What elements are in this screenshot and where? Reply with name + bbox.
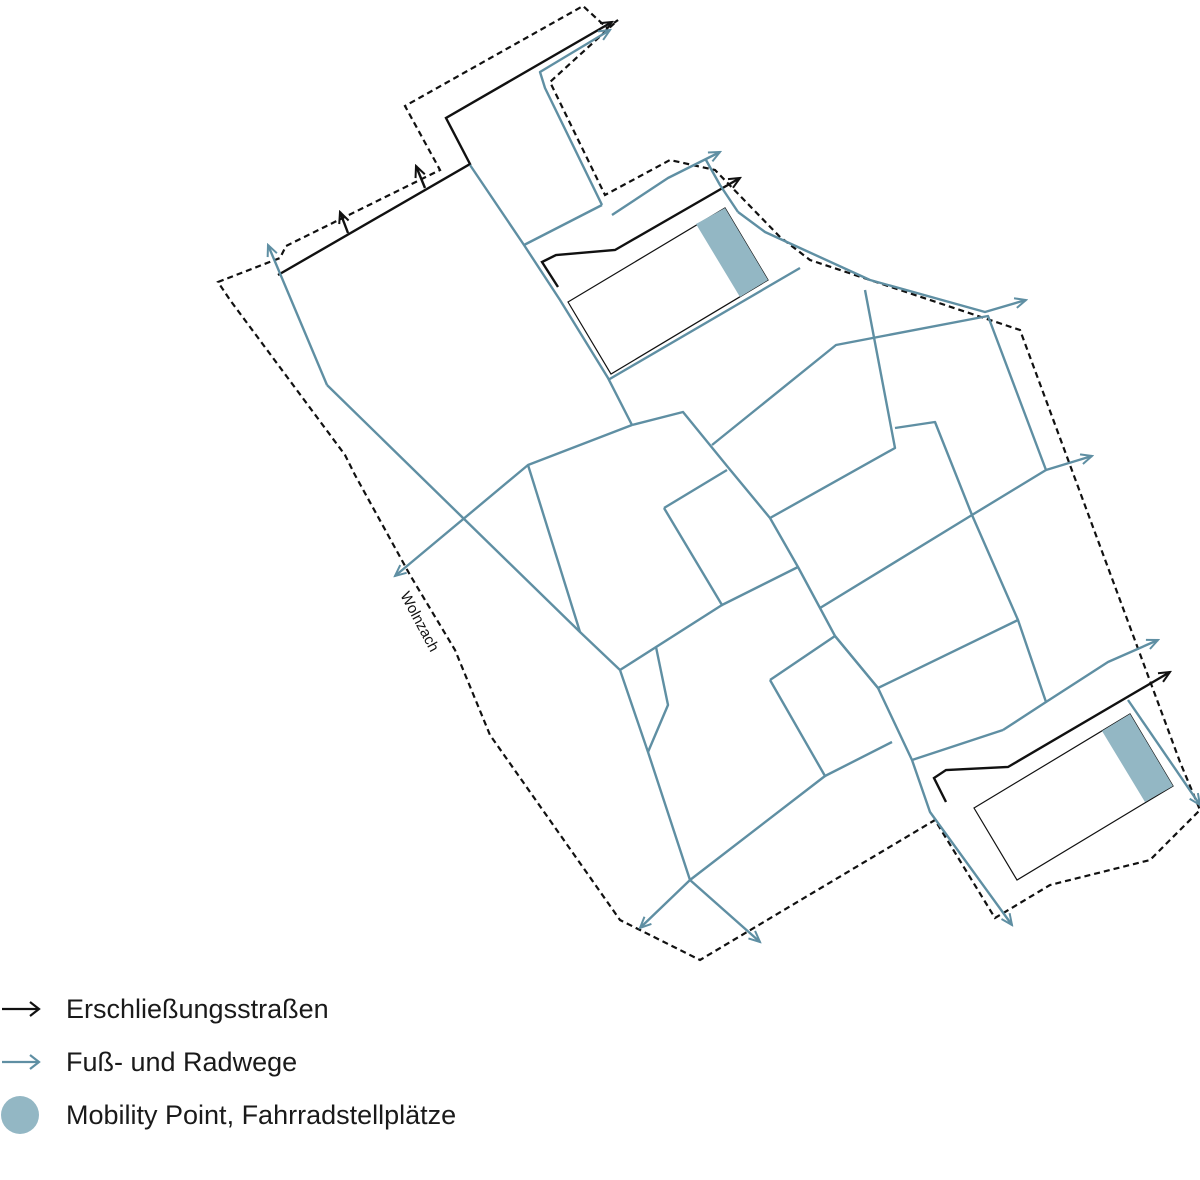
- access-roads: [277, 22, 1170, 803]
- mobility-point-lower: [1102, 714, 1173, 802]
- legend-label: Erschließungsstraßen: [66, 993, 329, 1024]
- site-boundary: [216, 4, 1200, 962]
- parking-block-lower: [973, 713, 1174, 881]
- legend-label: Fuß- und Radwege: [66, 1046, 298, 1077]
- place-label-wolnzach: Wolnzach: [396, 589, 442, 655]
- legend-item-access-roads: Erschließungsstraßen: [0, 985, 329, 1033]
- access-road-branch-1: [340, 212, 348, 234]
- blue-arrow-icon: [0, 1038, 50, 1086]
- legend-label: Mobility Point, Fahrradstellplätze: [66, 1099, 457, 1130]
- mobility-point-upper: [696, 208, 768, 297]
- site-plan-map: Wolnzach: [216, 4, 1200, 962]
- blue-circle-icon: [0, 1091, 50, 1139]
- legend-item-paths: Fuß- und Radwege: [0, 1038, 297, 1086]
- parking-block-upper: [567, 207, 769, 375]
- access-road-branch-2: [416, 166, 427, 189]
- access-road-lower-parking: [932, 672, 1170, 803]
- access-road-north: [277, 22, 612, 277]
- black-arrow-icon: [0, 985, 50, 1033]
- access-road-upper-parking: [540, 178, 740, 288]
- foot-and-cycle-paths: [268, 30, 1200, 942]
- legend-item-mobility-point: Mobility Point, Fahrradstellplätze: [0, 1091, 456, 1139]
